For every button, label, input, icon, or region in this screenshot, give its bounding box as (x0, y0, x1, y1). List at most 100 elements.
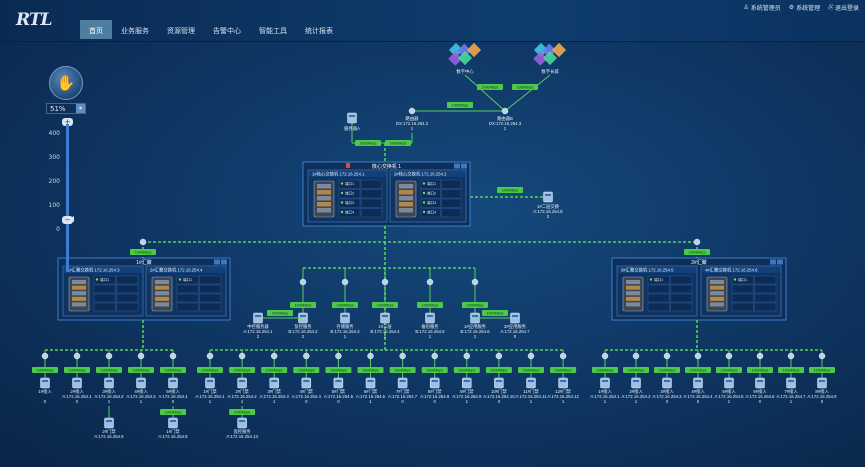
port-cell[interactable] (116, 275, 139, 285)
device-node[interactable] (380, 312, 390, 324)
zoom-out-button[interactable]: − (62, 216, 73, 224)
port-cell[interactable] (731, 284, 754, 294)
port-cell[interactable] (731, 293, 754, 303)
device-node[interactable] (429, 377, 440, 389)
device-node[interactable] (340, 312, 350, 324)
device-node[interactable] (269, 377, 279, 389)
device-node[interactable] (72, 377, 82, 389)
device-icon[interactable] (543, 191, 553, 203)
port-cell[interactable] (441, 208, 462, 218)
link-label[interactable] (64, 367, 90, 373)
port-cell[interactable] (441, 198, 462, 208)
app-logo[interactable]: RTL (16, 10, 52, 30)
port-cell[interactable] (199, 284, 222, 294)
zoom-select[interactable]: 51%▾ (46, 103, 86, 114)
nav-resources[interactable]: 资源管理 (167, 27, 195, 35)
port-cell[interactable] (670, 275, 693, 285)
device-icon[interactable] (253, 312, 263, 324)
device-node[interactable] (301, 377, 312, 389)
device-node[interactable] (397, 377, 408, 389)
link-label[interactable] (482, 310, 508, 316)
port-cell[interactable] (360, 208, 383, 218)
device-node[interactable] (462, 377, 472, 389)
device-node[interactable] (817, 377, 827, 389)
port-cell[interactable] (338, 189, 361, 199)
device-node[interactable] (136, 377, 146, 389)
device-node[interactable] (168, 377, 178, 389)
settings-button[interactable] (221, 259, 227, 265)
link-label[interactable] (332, 302, 358, 308)
port-cell[interactable] (199, 302, 222, 312)
port-cell[interactable] (647, 275, 670, 285)
link-label[interactable] (485, 367, 512, 373)
link-label[interactable] (372, 302, 398, 308)
port-cell[interactable] (93, 293, 116, 303)
port-cell[interactable] (441, 189, 462, 199)
device-icon[interactable] (168, 417, 178, 429)
settings-button[interactable]: ⚙系统管理 (789, 3, 820, 12)
port-cell[interactable] (93, 284, 116, 294)
link-label[interactable] (96, 367, 122, 373)
link-label[interactable] (453, 367, 480, 373)
port-cell[interactable] (93, 275, 116, 285)
minimize-button[interactable] (770, 259, 776, 265)
zoom-in-button[interactable]: + (62, 118, 73, 126)
chevron-down-icon[interactable]: ▾ (76, 104, 85, 113)
zoom-track[interactable] (66, 124, 69, 272)
device-node[interactable] (40, 377, 50, 389)
pan-hand-button[interactable]: ✋ (49, 66, 83, 100)
link-label[interactable] (421, 367, 448, 373)
link-label[interactable] (128, 367, 154, 373)
link-label[interactable] (290, 302, 316, 308)
link-label[interactable] (267, 310, 293, 316)
link-label[interactable] (512, 84, 538, 90)
link-label[interactable] (477, 84, 503, 90)
port-cell[interactable] (176, 275, 199, 285)
port-cell[interactable] (754, 284, 777, 294)
port-cell[interactable] (338, 198, 361, 208)
link-label[interactable] (518, 367, 544, 373)
link-label[interactable] (747, 367, 773, 373)
device-node[interactable] (724, 377, 734, 389)
link-label[interactable] (32, 367, 58, 373)
link-label[interactable] (357, 367, 384, 373)
link-label[interactable] (778, 367, 804, 373)
device-node[interactable] (365, 377, 376, 389)
port-cell[interactable] (441, 179, 462, 189)
port-cell[interactable] (93, 302, 116, 312)
device-node[interactable] (104, 377, 114, 389)
device-icon[interactable] (104, 417, 114, 429)
link-label[interactable] (654, 367, 680, 373)
link-label[interactable] (325, 367, 352, 373)
port-cell[interactable] (420, 198, 441, 208)
link-label[interactable] (261, 367, 288, 373)
settings-button[interactable] (461, 163, 467, 169)
link-label[interactable] (160, 409, 186, 415)
nav-alarms[interactable]: 告警中心 (213, 27, 241, 35)
port-cell[interactable] (176, 284, 199, 294)
port-cell[interactable] (420, 189, 441, 199)
device-node[interactable] (526, 377, 536, 389)
port-cell[interactable] (731, 275, 754, 285)
port-cell[interactable] (360, 179, 383, 189)
nav-business[interactable]: 业务服务 (121, 27, 149, 35)
port-cell[interactable] (647, 302, 670, 312)
device-node[interactable] (558, 377, 568, 389)
link-label[interactable] (684, 249, 710, 255)
device-node[interactable] (693, 377, 703, 389)
port-cell[interactable] (731, 302, 754, 312)
port-cell[interactable] (176, 293, 199, 303)
user-button[interactable]: ♙系统管理员 (743, 3, 780, 12)
minimize-button[interactable] (214, 259, 220, 265)
zoom-slider[interactable]: + 400 300 200 100 0 − (46, 116, 90, 286)
device-node[interactable] (631, 377, 641, 389)
link-label[interactable] (130, 249, 156, 255)
device-node[interactable] (494, 377, 504, 389)
port-cell[interactable] (176, 302, 199, 312)
device-icon[interactable] (510, 312, 520, 324)
link-label[interactable] (385, 140, 411, 146)
port-cell[interactable] (420, 208, 441, 218)
link-label[interactable] (197, 367, 223, 373)
port-cell[interactable] (116, 293, 139, 303)
port-cell[interactable] (647, 284, 670, 294)
